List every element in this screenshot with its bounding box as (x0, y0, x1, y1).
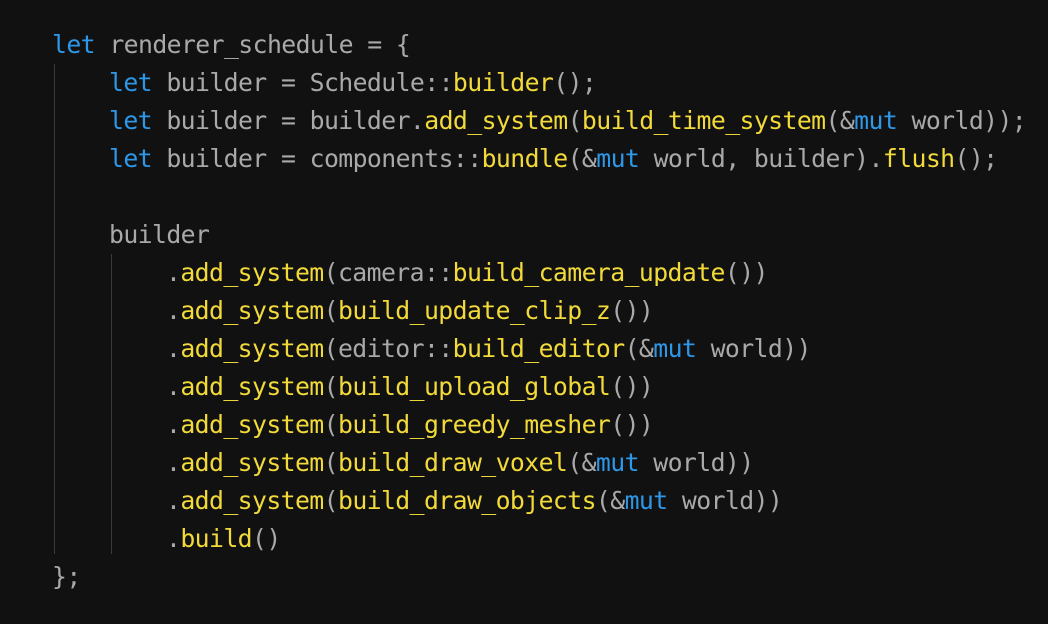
text-token: ( (323, 410, 339, 439)
text-token: (); (553, 68, 597, 97)
text-token: . (166, 334, 181, 363)
text-token: ( (323, 372, 339, 401)
text-token: ( (323, 296, 339, 325)
function-token: add_system (424, 106, 568, 135)
keyword-token: mut (596, 144, 640, 173)
code-line: let builder = Schedule::builder(); (109, 64, 597, 102)
text-token: world)) (667, 486, 783, 515)
text-token: (& (825, 106, 855, 135)
text-token: builder = Schedule:: (152, 68, 453, 97)
keyword-token: let (109, 144, 153, 173)
text-token: builder = builder. (152, 106, 425, 135)
text-token: ()) (724, 258, 769, 287)
indent-guide (111, 254, 112, 554)
function-token: build_camera_update (452, 258, 726, 287)
text-token: ()) (610, 372, 654, 401)
function-token: add_system (180, 372, 324, 401)
function-token: add_system (180, 448, 324, 477)
code-line: builder (109, 216, 210, 254)
code-line: .build() (166, 520, 281, 558)
text-token: (& (567, 448, 596, 477)
code-line: .add_system(build_draw_objects(&mut worl… (166, 482, 783, 520)
text-token: builder (109, 220, 210, 249)
text-token: world)) (638, 448, 754, 477)
function-token: build (180, 524, 252, 553)
keyword-token: let (109, 68, 153, 97)
text-token: }; (52, 562, 81, 591)
text-token: ( (323, 486, 339, 515)
keyword-token: mut (854, 106, 898, 135)
code-line: let builder = builder.add_system(build_t… (109, 102, 1027, 140)
function-token: build_editor (452, 334, 626, 363)
function-token: build_draw_objects (337, 486, 597, 515)
text-token: (& (595, 486, 625, 515)
text-token: . (166, 486, 181, 515)
function-token: build_time_system (581, 106, 826, 135)
text-token: world)) (696, 334, 812, 363)
text-token: world)); (897, 106, 1027, 135)
text-token: . (166, 258, 181, 287)
code-line: .add_system(build_draw_voxel(&mut world)… (166, 444, 754, 482)
text-token: (& (624, 334, 654, 363)
keyword-token: let (52, 30, 96, 59)
code-line: .add_system(build_greedy_mesher()) (166, 406, 654, 444)
keyword-token: mut (595, 448, 640, 477)
function-token: build_draw_voxel (337, 448, 568, 477)
text-token: . (166, 448, 181, 477)
code-line: let builder = components::bundle(&mut wo… (109, 140, 998, 178)
code-line: }; (52, 558, 81, 596)
text-token: ( (323, 448, 339, 477)
text-token: ( (567, 106, 583, 135)
text-token: ()) (610, 410, 654, 439)
function-token: add_system (180, 486, 324, 515)
function-token: build_greedy_mesher (337, 410, 611, 439)
function-token: add_system (180, 334, 324, 363)
code-line: let renderer_schedule = { (52, 26, 411, 64)
keyword-token: let (109, 106, 153, 135)
function-token: build_upload_global (337, 372, 611, 401)
keyword-token: mut (653, 334, 697, 363)
function-token: add_system (180, 258, 324, 287)
code-line: .add_system(camera::build_camera_update(… (166, 254, 768, 292)
text-token: . (166, 524, 181, 553)
code-line: .add_system(build_update_clip_z()) (166, 292, 654, 330)
text-token: . (166, 372, 181, 401)
function-token: add_system (180, 296, 324, 325)
text-token: world, builder). (639, 144, 884, 173)
keyword-token: mut (624, 486, 669, 515)
function-token: builder (452, 68, 554, 97)
text-token: ()) (610, 296, 654, 325)
text-token: (camera:: (323, 258, 454, 287)
text-token: (editor:: (323, 334, 454, 363)
text-token: builder = components:: (152, 144, 482, 173)
text-token: . (166, 296, 181, 325)
function-token: bundle (481, 144, 569, 173)
text-token: . (166, 410, 181, 439)
function-token: add_system (180, 410, 324, 439)
text-token: (& (567, 144, 597, 173)
function-token: build_update_clip_z (337, 296, 611, 325)
indent-guide (54, 64, 55, 554)
text-token: (); (954, 144, 998, 173)
function-token: flush (882, 144, 955, 173)
text-token: renderer_schedule = { (95, 30, 411, 59)
code-line: .add_system(build_upload_global()) (166, 368, 654, 406)
code-line: .add_system(editor::build_editor(&mut wo… (166, 330, 811, 368)
text-token: () (252, 524, 281, 553)
